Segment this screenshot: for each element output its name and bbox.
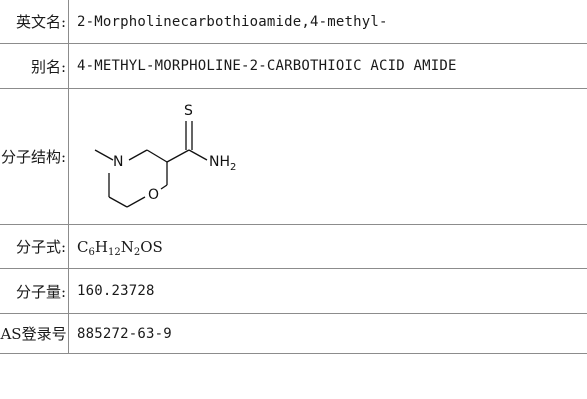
row-cas: CAS登录号: 885272-63-9: [0, 313, 587, 354]
row-formula: 分子式: C6H12N2OS: [0, 224, 587, 269]
alias-value: 4-METHYL-MORPHOLINE-2-CARBOTHIOIC ACID A…: [68, 43, 587, 89]
mol-weight-value: 160.23728: [68, 268, 587, 314]
structure-cell: N O S NH2: [68, 88, 587, 225]
english-name-label: 英文名:: [0, 0, 69, 44]
atom-nitrogen: N: [113, 154, 123, 170]
structure-bonds: [94, 120, 208, 208]
formula-value: C6H12N2OS: [68, 224, 587, 269]
formula-label: 分子式:: [0, 224, 69, 269]
molecular-structure-image: N O S NH2: [94, 103, 236, 208]
structure-label: 分子结构:: [0, 88, 69, 225]
formula-element-h: H: [94, 237, 108, 256]
amine-main: NH: [209, 154, 230, 170]
formula-sub-h: 12: [107, 246, 121, 258]
row-english-name: 英文名: 2-Morpholinecarbothioamide,4-methyl…: [0, 0, 587, 44]
row-structure: 分子结构:: [0, 88, 587, 225]
row-mol-weight: 分子量: 160.23728: [0, 268, 587, 314]
amine-subscript: 2: [230, 162, 236, 173]
property-table-container: 英文名: 2-Morpholinecarbothioamide,4-methyl…: [0, 0, 587, 354]
atom-sulfur: S: [184, 103, 193, 119]
cas-value: 885272-63-9: [68, 313, 587, 354]
english-name-value: 2-Morpholinecarbothioamide,4-methyl-: [68, 0, 587, 44]
alias-label: 别名:: [0, 43, 69, 89]
cas-label: CAS登录号:: [0, 313, 69, 354]
atom-oxygen: O: [148, 187, 159, 203]
compound-property-table: 英文名: 2-Morpholinecarbothioamide,4-methyl…: [0, 0, 587, 354]
formula-sub-n: 2: [133, 246, 141, 258]
formula-sub-c: 6: [88, 246, 95, 258]
mol-weight-label: 分子量:: [0, 268, 69, 314]
formula-element-c: C: [77, 237, 89, 256]
atom-amine: NH2: [209, 154, 236, 173]
formula-element-n: N: [120, 237, 134, 256]
row-alias: 别名: 4-METHYL-MORPHOLINE-2-CARBOTHIOIC AC…: [0, 43, 587, 89]
formula-element-os: OS: [140, 237, 163, 256]
